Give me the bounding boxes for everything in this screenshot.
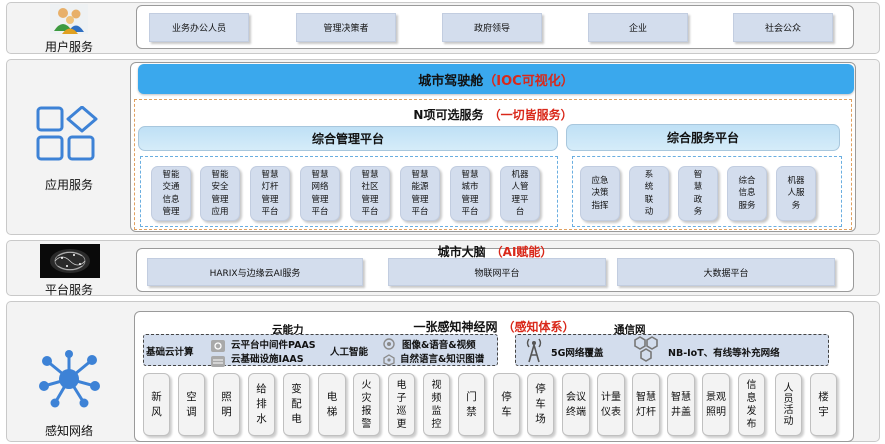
ai-brain-icon xyxy=(40,244,100,278)
platform-item-bigdata: 大数据平台 xyxy=(617,258,835,286)
ioc-highlight: （IOC可视化） xyxy=(483,73,574,89)
sensing-heading: 一张感知神经网 （感知体系） xyxy=(134,316,854,335)
platform-highlight: （AI赋能） xyxy=(490,245,553,259)
device-meter: 计量 仪表 xyxy=(597,373,625,436)
n-services-heading: N项可选服务 （一切皆服务） xyxy=(134,104,852,123)
user-item-gov-leader: 政府领导 xyxy=(442,13,542,42)
signal-tower-icon xyxy=(525,335,543,363)
comm-title: 通信网 xyxy=(614,324,646,336)
platform-layer-label: 平台服务 xyxy=(44,283,93,297)
device-smart-manhole: 智慧 井盖 xyxy=(667,373,695,436)
cloud-frame xyxy=(143,334,498,366)
mgmt-item-light-pole: 智慧 灯杆 管理 平台 xyxy=(250,166,290,221)
ioc-title: 城市驾驶舱 xyxy=(418,73,484,89)
device-personnel: 人 员 活 动 xyxy=(775,373,802,436)
mgmt-platform-frame xyxy=(140,156,558,227)
platform-heading: 城市大脑 （AI赋能） xyxy=(136,241,854,260)
device-fire-alarm: 火 灾 报 警 xyxy=(353,373,380,436)
service-item-linkage: 系 统 联 动 xyxy=(629,166,669,221)
sensing-layer-label: 感知网络 xyxy=(44,424,93,438)
server-icon xyxy=(211,352,225,367)
mgmt-item-security: 智能 安全 管理 应用 xyxy=(200,166,240,221)
user-layer-label: 用户服务 xyxy=(44,40,93,54)
user-group-icon xyxy=(50,4,88,34)
device-building: 楼 宇 xyxy=(810,373,837,436)
sensing-highlight: （感知体系） xyxy=(502,320,575,334)
device-meeting: 会议 终端 xyxy=(562,373,590,436)
camera-icon xyxy=(383,335,395,350)
cloud-nlp-label: 自然语言&知识图谱 xyxy=(400,354,485,365)
cloud-image-voice-label: 图像&语音&视频 xyxy=(402,340,476,351)
device-power: 变 配 电 xyxy=(283,373,310,436)
device-water: 给 排 水 xyxy=(248,373,275,436)
cloud-iaas-label: 云基础设施IAAS xyxy=(231,354,304,365)
ioc-bar: 城市驾驶舱 （IOC可视化） xyxy=(138,64,854,94)
service-item-info: 综合 信息 服务 xyxy=(727,166,767,221)
platform-item-iot: 物联网平台 xyxy=(388,258,606,286)
mgmt-item-robot: 机器 人管 理平 台 xyxy=(500,166,540,221)
mgmt-item-traffic: 智能 交通 信息 管理 xyxy=(151,166,191,221)
n-services-highlight: （一切皆服务） xyxy=(488,108,573,122)
comm-frame xyxy=(515,334,829,366)
service-platform-frame xyxy=(572,156,842,227)
device-patrol: 电 子 巡 更 xyxy=(388,373,415,436)
device-info-release: 信 息 发 布 xyxy=(738,373,765,436)
network-node-icon xyxy=(38,350,100,408)
hex-network-icon xyxy=(633,335,659,363)
service-item-gov: 智 慧 政 务 xyxy=(678,166,718,221)
mgmt-item-city: 智慧 城市 管理 平台 xyxy=(450,166,490,221)
app-grid-icon xyxy=(36,105,102,162)
cloud-ai-label: 人工智能 xyxy=(330,347,369,358)
service-item-robot: 机器 人服 务 xyxy=(776,166,816,221)
service-item-emergency: 应急 决策 指挥 xyxy=(580,166,620,221)
app-layer-label: 应用服务 xyxy=(44,178,93,192)
user-item-enterprise: 企业 xyxy=(588,13,688,42)
language-icon xyxy=(383,351,395,366)
device-smart-pole: 智慧 灯杆 xyxy=(632,373,660,436)
cloud-basic-label: 基础云计算 xyxy=(146,347,194,358)
cloud-title: 云能力 xyxy=(272,324,304,336)
mgmt-platform-header: 综合管理平台 xyxy=(138,126,558,151)
mgmt-item-energy: 智慧 能源 管理 平台 xyxy=(400,166,440,221)
gear-icon xyxy=(211,337,225,352)
n-services-frame xyxy=(134,99,852,230)
mgmt-item-community: 智慧 社区 管理 平台 xyxy=(350,166,390,221)
mgmt-item-network: 智慧 网络 管理 平台 xyxy=(300,166,340,221)
user-item-office-staff: 业务办公人员 xyxy=(149,13,249,42)
device-video: 视 频 监 控 xyxy=(423,373,450,436)
platform-item-harix: HARIX与边缘云AI服务 xyxy=(147,258,363,286)
device-parking: 停 车 xyxy=(493,373,520,436)
device-access: 门 禁 xyxy=(458,373,485,436)
sensing-title: 一张感知神经网 xyxy=(413,320,498,334)
comm-nbiot-label: NB-IoT、有线等补充网络 xyxy=(668,348,780,359)
device-parking-lot: 停 车 场 xyxy=(527,373,554,436)
cloud-paas-label: 云平台中间件PAAS xyxy=(231,340,316,351)
service-platform-header: 综合服务平台 xyxy=(566,124,840,151)
user-item-decision-maker: 管理决策者 xyxy=(296,13,396,42)
n-services-title: N项可选服务 xyxy=(413,108,484,122)
device-landscape-light: 景观 照明 xyxy=(702,373,730,436)
user-item-public: 社会公众 xyxy=(733,13,833,42)
device-elevator: 电 梯 xyxy=(318,373,346,436)
device-fresh-air: 新 风 xyxy=(143,373,170,436)
device-air-conditioner: 空 调 xyxy=(178,373,205,436)
device-lighting: 照 明 xyxy=(213,373,240,436)
comm-5g-label: 5G网络覆盖 xyxy=(551,348,604,359)
platform-title: 城市大脑 xyxy=(437,245,486,259)
